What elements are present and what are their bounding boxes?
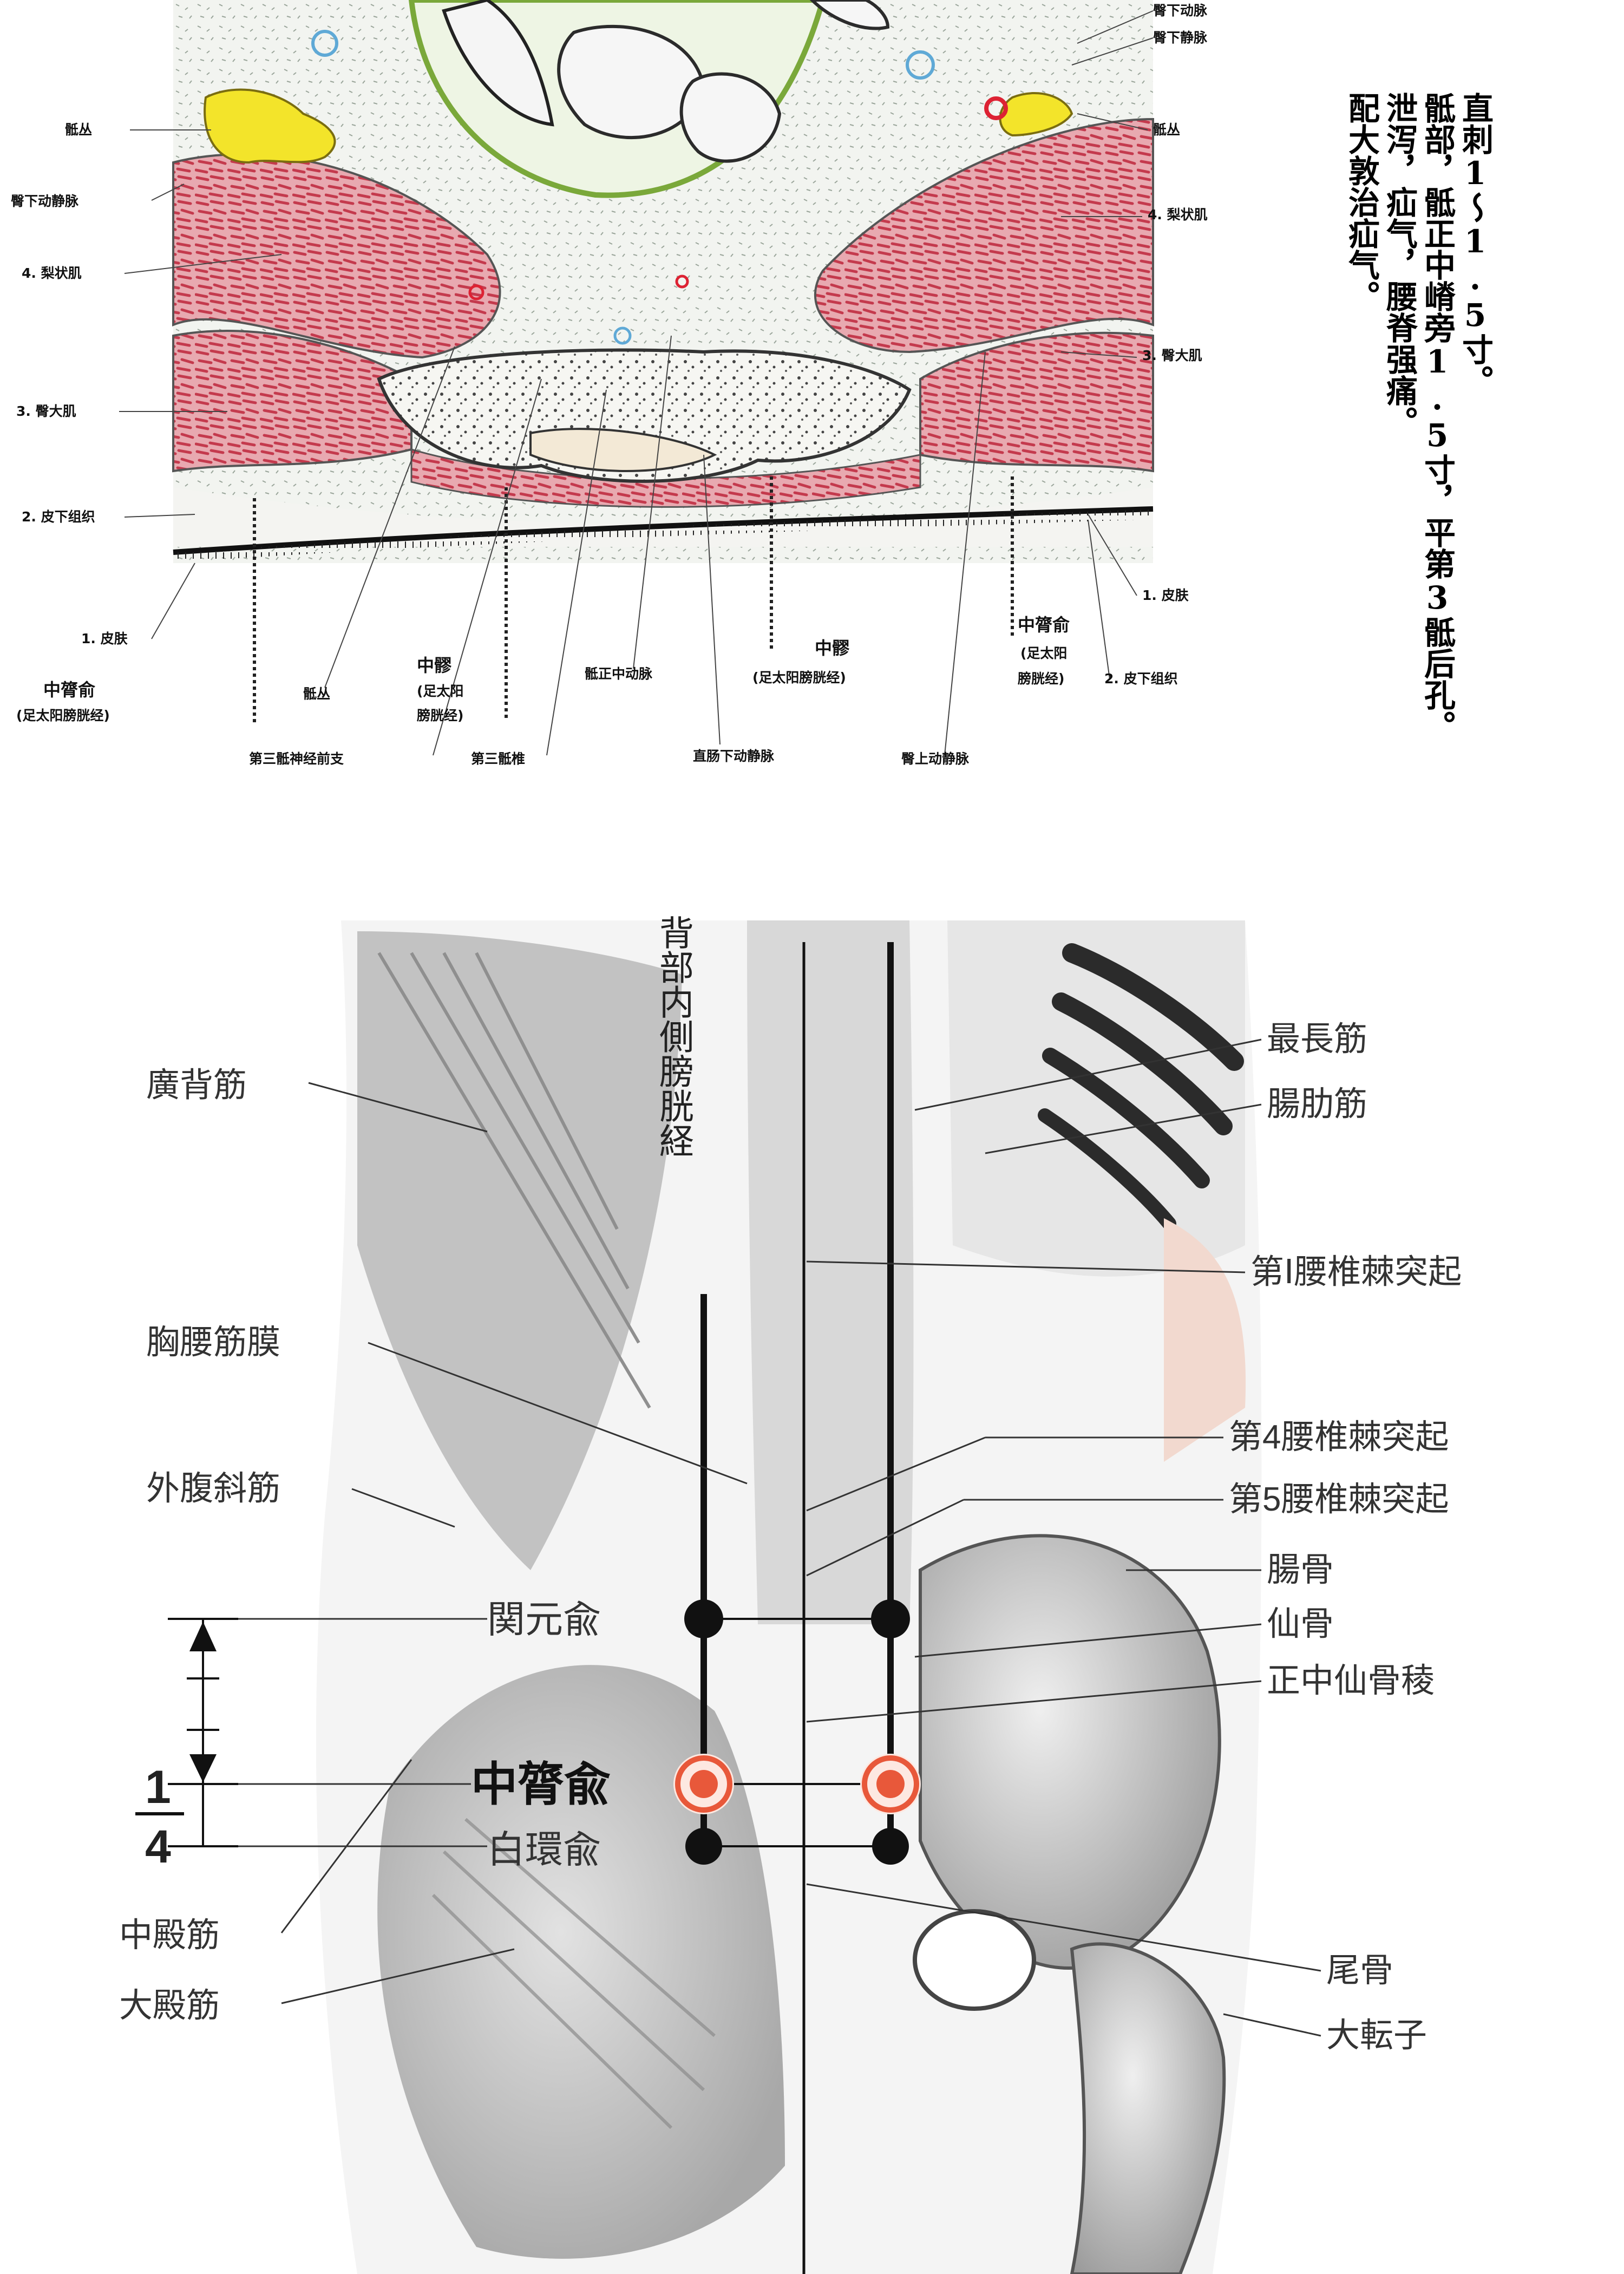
cross-section-illustration <box>172 0 1154 726</box>
label-iliocostalis: 腸肋筋 <box>1267 1086 1367 1123</box>
label-inferior-gluteal-artery-right: 臀下动脉 <box>1153 3 1208 18</box>
scale-marker: 1 4 <box>135 1618 238 1873</box>
label-subcutaneous-right: 2. 皮下组织 <box>1104 671 1178 687</box>
back-view-leaders <box>238 1038 1321 2037</box>
point-zhonglushu-right <box>860 1754 921 1814</box>
label-external-oblique: 外腹斜筋 <box>146 1470 280 1507</box>
cross-section-labels: 骶丛 臀下动静脉 4. 梨状肌 3. 臀大肌 2. 皮下组织 1. 皮肤 中膂俞… <box>11 3 1208 767</box>
label-zhongliao-right-meridian: (足太阳膀胱经) <box>752 670 846 685</box>
label-gluteus-maximus: 大殿筋 <box>119 1987 220 2024</box>
label-third-sacral-nerve: 第三骶神经前支 <box>249 751 344 767</box>
label-piriformis-left: 4. 梨状肌 <box>22 265 82 281</box>
label-sacral-plexus-bottom: 骶丛 <box>303 686 330 702</box>
label-latissimus: 廣背筋 <box>146 1067 247 1104</box>
scale-numerator: 1 <box>145 1761 171 1813</box>
label-zhonglushu: 中膂兪 <box>471 1759 611 1811</box>
point-zhonglushu-left <box>673 1754 734 1814</box>
point-guanyuanshu-right <box>871 1599 910 1638</box>
label-zhonglushu-left-meridian: (足太阳膀胱经) <box>16 708 110 723</box>
point-baihuanshu-left <box>685 1828 722 1865</box>
label-zhonglushu-left-name: 中膂俞 <box>43 679 96 700</box>
point-baihuanshu-right <box>872 1828 909 1865</box>
note-combination: 配大敦治疝气。 <box>1343 92 1380 312</box>
back-view-labels: 背部内側膀胱経 廣背筋 胸腰筋膜 外腹斜筋 関元兪 中膂兪 白環兪 中殿筋 大殿… <box>119 915 1462 2054</box>
label-longissimus: 最長筋 <box>1267 1021 1367 1058</box>
label-median-sacral-crest: 正中仙骨稜 <box>1267 1662 1435 1700</box>
label-sacrum: 仙骨 <box>1267 1605 1334 1643</box>
label-zhongliao-left-meridian-2: 膀胱经) <box>416 708 463 723</box>
cross-section-leaders <box>119 10 1154 756</box>
label-gluteus-medius: 中殿筋 <box>119 1917 220 1954</box>
label-subcutaneous-left: 2. 皮下组织 <box>22 509 95 525</box>
label-baihuanshu: 白環兪 <box>487 1828 601 1871</box>
label-inferior-rectal-vessels: 直肠下动静脉 <box>693 748 775 764</box>
meridian-overlay <box>673 942 921 1865</box>
label-l4-spinous: 第4腰椎棘突起 <box>1229 1419 1449 1456</box>
label-gluteus-maximus-right: 3. 臀大肌 <box>1142 348 1202 363</box>
label-skin-right: 1. 皮肤 <box>1142 587 1189 603</box>
label-zhongliao-left-meridian-1: (足太阳 <box>417 683 463 699</box>
label-zhongliao-right-name: 中髎 <box>815 638 849 658</box>
label-third-sacral-vertebra: 第三骶椎 <box>471 751 525 767</box>
label-inferior-gluteal-vessels-left: 臀下动静脉 <box>11 193 79 209</box>
vertical-notes: 直刺1～1.5寸。 骶部，骶正中嵴旁1.5寸，平第3骶后孔。 泄泻，疝气，腰脊强… <box>1343 92 1494 742</box>
label-thoracolumbar-fascia: 胸腰筋膜 <box>146 1324 280 1361</box>
label-zhonglushu-right-meridian-2: 膀胱经) <box>1017 671 1064 687</box>
back-view-illustration <box>316 920 1262 2274</box>
label-greater-trochanter: 大転子 <box>1326 2017 1427 2054</box>
label-ilium: 腸骨 <box>1267 1551 1334 1589</box>
label-piriformis-right: 4. 梨状肌 <box>1148 207 1208 223</box>
label-zhonglushu-right-name: 中膂俞 <box>1018 615 1070 635</box>
label-inferior-gluteal-vein-right: 臀下静脉 <box>1153 30 1208 45</box>
label-l5-spinous: 第5腰椎棘突起 <box>1229 1481 1449 1518</box>
label-sacral-plexus-left: 骶丛 <box>65 122 92 138</box>
label-zhonglushu-right-meridian-1: (足太阳 <box>1020 645 1067 661</box>
note-indications: 泄泻，疝气，腰脊强痛。 <box>1381 92 1418 437</box>
label-gluteus-maximus-left: 3. 臀大肌 <box>16 403 76 419</box>
label-superior-gluteal-vessels: 臀上动静脉 <box>901 751 970 767</box>
label-l1-spinous: 第Ⅰ腰椎棘突起 <box>1250 1253 1462 1291</box>
label-sacral-plexus-right: 骶丛 <box>1153 122 1180 138</box>
label-coccyx: 尾骨 <box>1326 1952 1393 1989</box>
point-guanyuanshu-left <box>684 1599 723 1638</box>
note-location: 骶部，骶正中嵴旁1.5寸，平第3骶后孔。 <box>1419 92 1456 742</box>
note-depth: 直刺1～1.5寸。 <box>1457 92 1494 396</box>
meridian-title: 背部内側膀胱経 <box>654 915 693 1158</box>
label-zhongliao-left-name: 中髎 <box>417 655 451 676</box>
label-guanyuanshu: 関元兪 <box>487 1598 601 1641</box>
label-skin-left: 1. 皮肤 <box>81 631 128 646</box>
scale-denominator: 4 <box>145 1821 171 1873</box>
label-median-sacral-artery: 骶正中动脉 <box>585 666 653 682</box>
